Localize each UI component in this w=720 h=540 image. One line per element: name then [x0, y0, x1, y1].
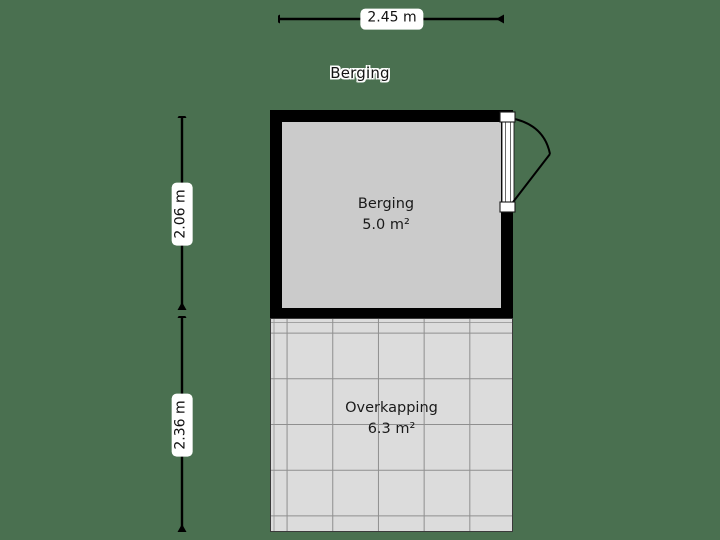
dimension-label-width-top: 2.45 m [360, 8, 424, 30]
room-area-berging: 5.0 m² [362, 216, 410, 233]
room-berging[interactable] [270, 110, 513, 320]
room-berging-floor [282, 122, 501, 308]
dimension-label-height-berging: 2.06 m [171, 182, 193, 246]
door-icon [499, 111, 551, 213]
page-title: Berging [330, 64, 390, 82]
dimension-height-berging: 2.06 m [171, 110, 193, 312]
room-name-overkapping: Overkapping [345, 400, 438, 416]
room-name-berging: Berging [357, 196, 415, 212]
room-label-overkapping: Overkapping 6.3 m² [270, 398, 513, 439]
room-area-overkapping: 6.3 m² [367, 420, 416, 437]
room-overkapping[interactable] [270, 318, 513, 532]
dimension-label-height-overkapping: 2.36 m [171, 393, 193, 457]
dimension-height-overkapping: 2.36 m [171, 310, 193, 534]
dimension-width-top: 2.45 m [272, 8, 506, 30]
room-label-berging: Berging 5.0 m² [270, 194, 502, 235]
tile-grid [271, 319, 512, 531]
door-right-wall[interactable] [488, 104, 578, 229]
